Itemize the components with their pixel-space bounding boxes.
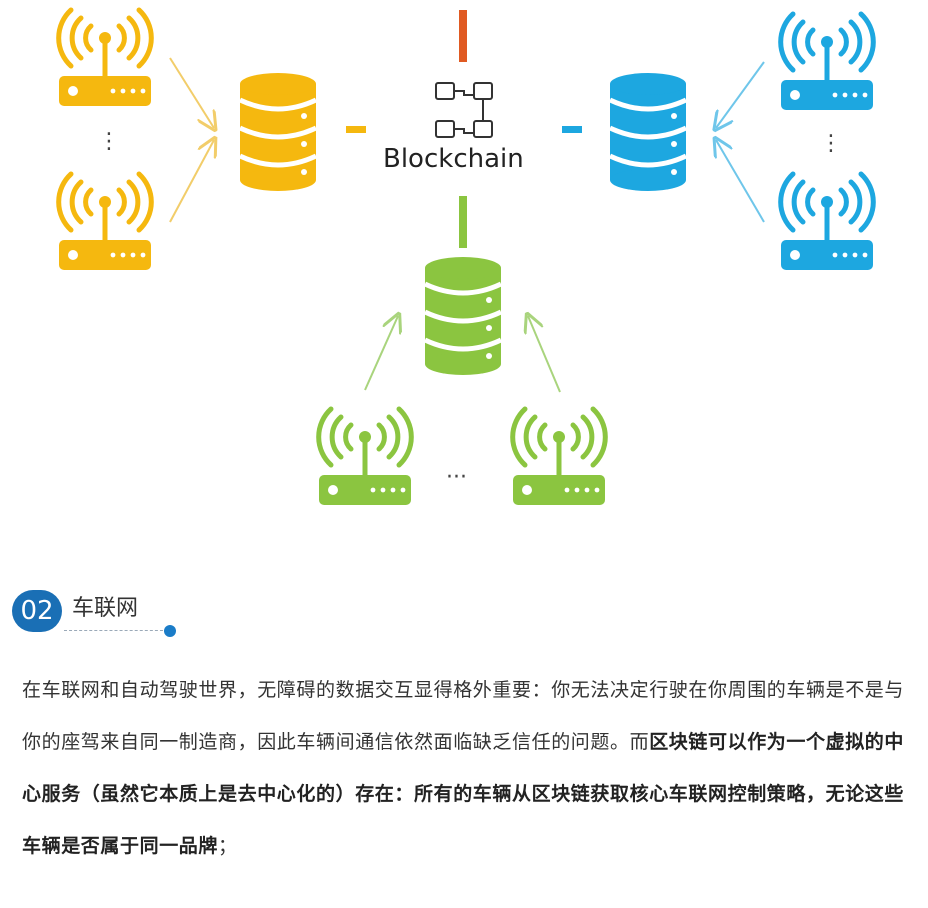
diagram-svg: ⋮ Blockchain ⋮ [0,0,928,540]
blockchain-network-diagram: ⋮ Blockchain ⋮ [0,0,928,540]
body-paragraph: 在车联网和自动驾驶世界，无障碍的数据交互显得格外重要：你无法决定行驶在你周围的车… [22,664,914,872]
arrow-line [716,61,765,128]
paragraph-end: ； [218,835,238,857]
connector-dash [346,126,366,133]
blockchain-icon [435,82,493,138]
router-icon [59,10,152,106]
heading-underline [64,630,168,631]
vertical-ellipsis: ⋮ [820,131,842,156]
paragraph-text: 在车联网和自动驾驶世界，无障碍的数据交互显得格外重要：你无法决定行驶在你周围的车… [22,679,905,753]
router-icon [513,409,606,505]
section-title: 车联网 [72,596,139,621]
arrow-line [364,316,398,391]
arrow-line [528,316,561,393]
router-icon [319,409,412,505]
arrow-line [169,140,214,223]
blockchain-label: Blockchain [383,144,524,174]
database-icon [240,73,316,191]
arrow-line [716,140,765,223]
section-heading: 02 车联网 [12,590,212,640]
router-icon [781,14,874,110]
heading-underline-dot [164,625,176,637]
router-icon [781,174,874,270]
paragraph-bold-text: 区块链可以作为一个虚拟的中心服务（虽然它本质上是去中心化的）存在：所有的车辆从区… [22,731,905,857]
connector-dash [459,10,467,62]
arrow-line [169,57,214,128]
connector-dash [459,196,467,248]
database-icon [425,257,501,375]
horizontal-ellipsis: ··· [446,465,467,490]
connector-dash [562,126,582,133]
section-number-badge: 02 [12,590,62,632]
router-icon [59,174,152,270]
vertical-ellipsis: ⋮ [98,129,120,154]
database-icon [610,73,686,191]
